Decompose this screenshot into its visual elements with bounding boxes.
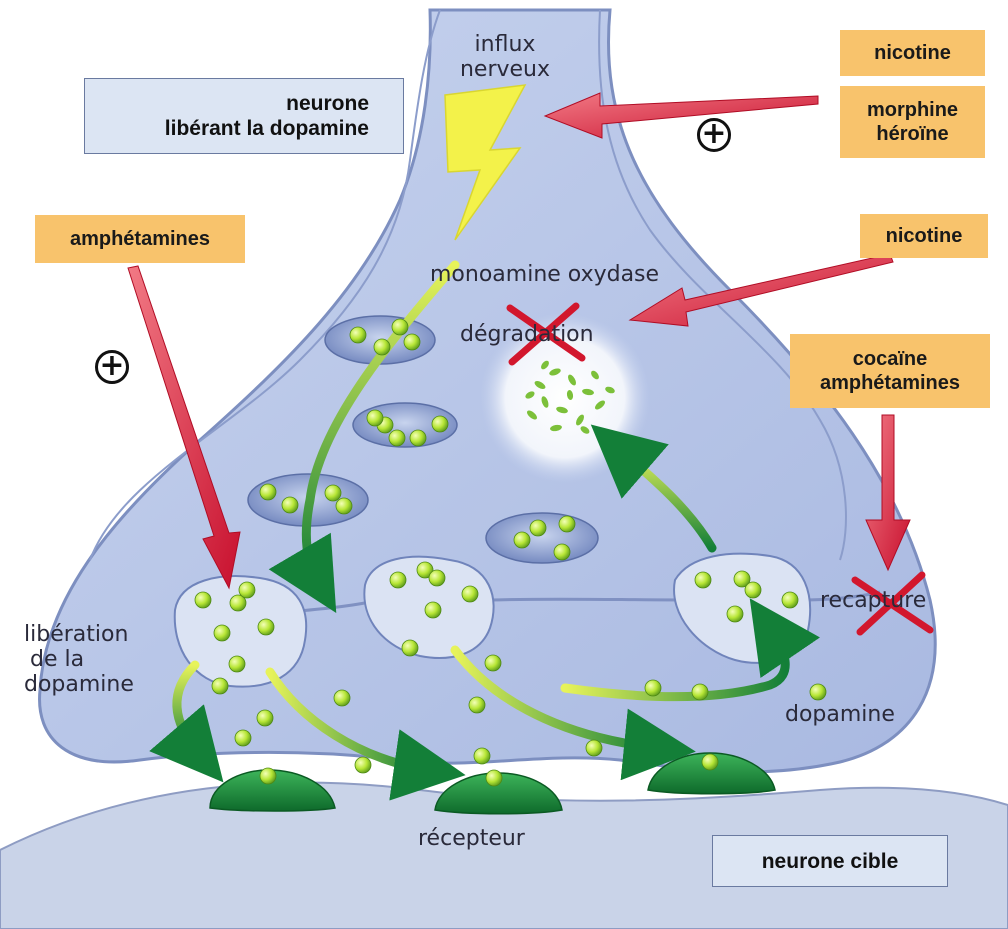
plus-icon-top: + [697,118,731,152]
liberation-line-3: dopamine [24,672,134,697]
neurone-cible-box: neurone cible [712,835,948,887]
tag-morphine-heroine: morphine héroïne [840,86,985,158]
liberation-line-2: de la [24,647,134,672]
degradation-label: dégradation [460,322,594,347]
tag-nicotine-mid: nicotine [860,214,988,258]
tag-cocaine-amphetamines: cocaïne amphétamines [790,334,990,408]
tag-nicotine-mid-label: nicotine [886,224,963,248]
influx-line-2: nerveux [440,57,570,82]
neurone-liberant-line-2: libérant la dopamine [165,116,369,141]
plus-icon-left: + [95,350,129,384]
tag-amphetamines-left: amphétamines [35,215,245,263]
monoamine-oxydase-label: monoamine oxydase [430,262,659,287]
tag-cocaine-label: cocaïne [853,347,927,371]
red-arrow-morphine [545,93,818,138]
liberation-line-1: libération [24,622,134,647]
recepteur-label: récepteur [418,826,525,851]
neurone-liberant-box: neurone libérant la dopamine [84,78,404,154]
tag-morphine-label: morphine [867,98,958,122]
tag-heroine-label: héroïne [876,122,948,146]
tag-nicotine-top: nicotine [840,30,985,76]
tag-amphetamines-left-label: amphétamines [70,227,210,251]
influx-nerveux-label: influx nerveux [440,32,570,82]
tag-amphetamines-right-label: amphétamines [820,371,960,395]
liberation-label: libération de la dopamine [24,622,134,697]
recapture-label: recapture [820,588,926,613]
tag-nicotine-top-label: nicotine [874,41,951,65]
influx-line-1: influx [440,32,570,57]
neurone-liberant-line-1: neurone [286,91,369,116]
neurone-cible-label: neurone cible [762,849,899,874]
dopamine-label: dopamine [785,702,895,727]
